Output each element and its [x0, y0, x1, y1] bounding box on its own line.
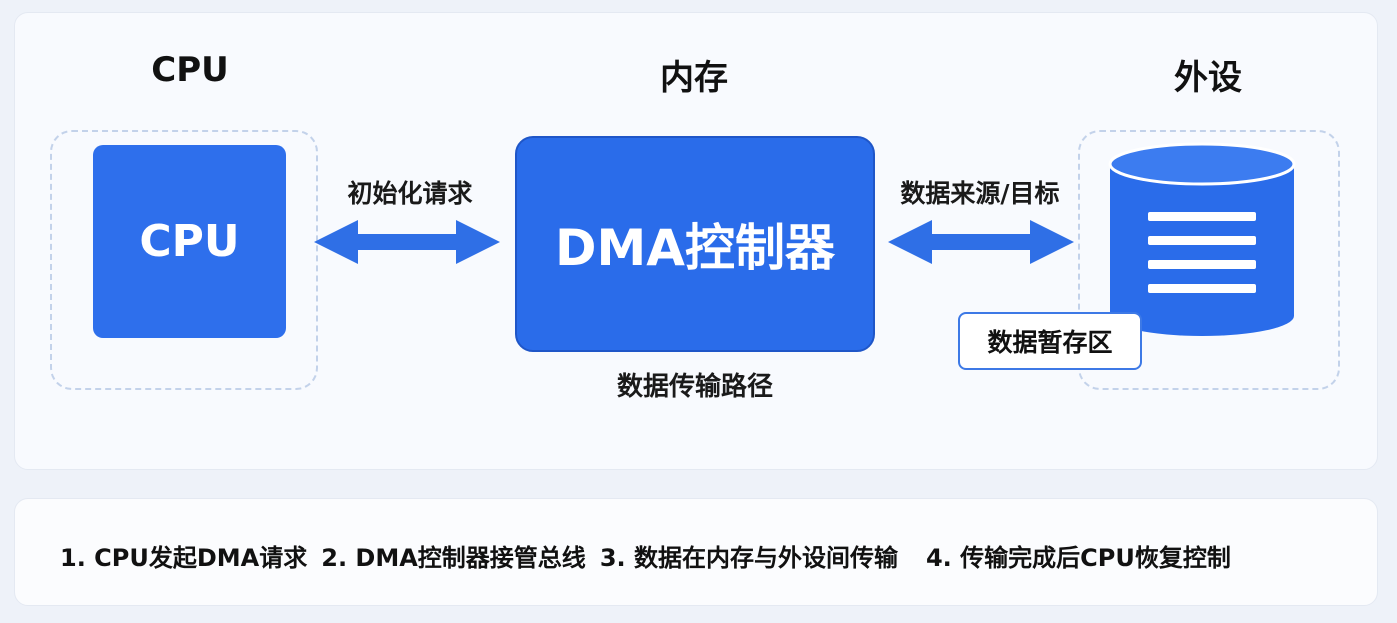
memory-column-header: 内存	[660, 58, 728, 98]
step-item: 3. 数据在内存与外设间传输	[599, 543, 898, 572]
cpu-column-header: CPU	[151, 50, 229, 90]
cpu-node: CPU	[93, 145, 286, 338]
cpu-node-label: CPU	[139, 216, 240, 267]
peripheral-column-header: 外设	[1174, 58, 1242, 98]
step-item: 1. CPU发起DMA请求	[60, 543, 308, 572]
double-arrow-icon	[314, 220, 500, 264]
dma-controller-label: DMA控制器	[555, 219, 835, 277]
dma-controller-node: DMA控制器	[515, 136, 875, 352]
data-path-label: 数据传输路径	[616, 372, 773, 402]
peripheral-dashed-area	[1078, 130, 1340, 390]
data-source-target-label: 数据来源/目标	[900, 179, 1060, 208]
cpu-dashed-area	[50, 130, 318, 390]
steps-list: 1. CPU发起DMA请求 2. DMA控制器接管总线 3. 数据在内存与外设间…	[60, 535, 1231, 575]
database-icon	[1108, 142, 1296, 336]
step-item: 2. DMA控制器接管总线	[321, 543, 586, 572]
steps-panel	[14, 498, 1378, 606]
init-request-label: 初始化请求	[347, 179, 473, 208]
data-buffer-label: 数据暂存区	[958, 312, 1142, 370]
step-item: 4. 传输完成后CPU恢复控制	[925, 543, 1231, 572]
double-arrow-icon	[888, 220, 1074, 264]
